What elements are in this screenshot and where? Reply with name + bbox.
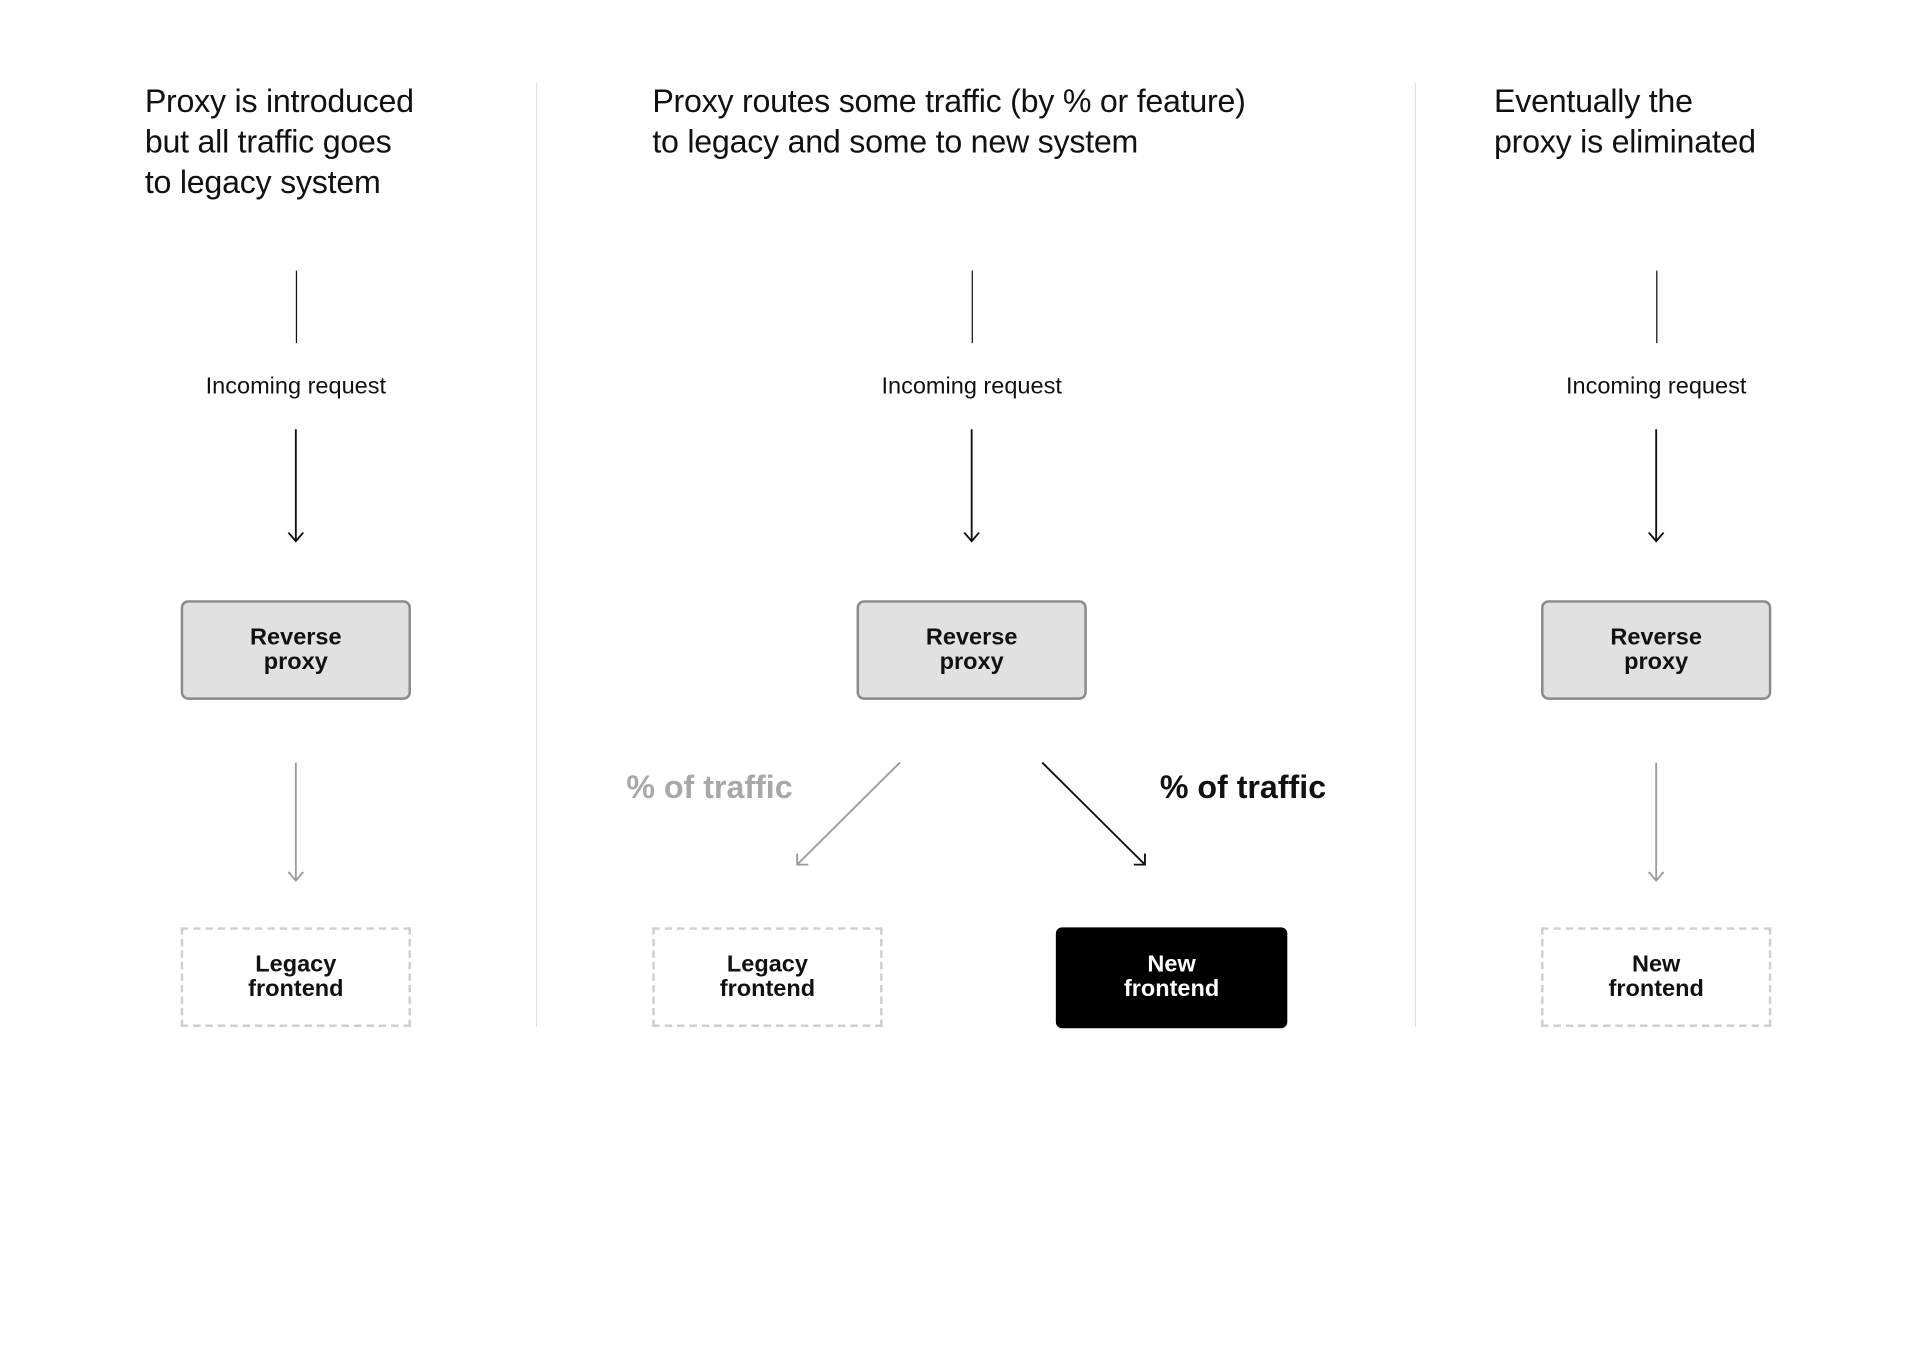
stage-2-reverse-proxy: Reverse proxy	[856, 600, 1087, 700]
stage-2-legacy-traffic-label: % of traffic	[626, 768, 793, 806]
stage-2-new-arrow	[1041, 761, 1146, 866]
stage-2-request-arrow	[963, 429, 980, 543]
stage-2-new-traffic-label: % of traffic	[1159, 768, 1327, 806]
stage-3-incoming-request-label: Incoming request	[1565, 373, 1747, 400]
stage-3-new-arrow	[1648, 762, 1665, 883]
stage-2-legacy-arrow	[796, 761, 901, 866]
stage-1-reverse-proxy: Reverse proxy	[180, 600, 411, 700]
stage-2-request-line	[971, 270, 973, 344]
stage-1-legacy-frontend: Legacy frontend	[180, 927, 411, 1027]
stage-1-incoming-request-label: Incoming request	[205, 373, 387, 400]
stage-3-request-arrow	[1648, 429, 1665, 543]
stage-3-new-frontend: New frontend	[1541, 927, 1772, 1027]
stage-3-heading: Eventually the proxy is eliminated	[1494, 82, 1756, 160]
stage-3-reverse-proxy: Reverse proxy	[1541, 600, 1772, 700]
stage-2-legacy-frontend: Legacy frontend	[652, 927, 883, 1027]
flow-arrows	[287, 429, 1665, 883]
stage-3-request-line	[1655, 270, 1658, 344]
stage-1-legacy-arrow	[287, 762, 304, 883]
stage-1-request-line	[295, 270, 298, 344]
column-divider-2	[1414, 82, 1417, 1027]
stage-1-heading: Proxy is introduced but all traffic goes…	[144, 82, 414, 201]
stage-2-heading: Proxy routes some traffic (by % or featu…	[652, 82, 1246, 160]
stage-1-request-arrow	[287, 429, 304, 543]
stage-2-incoming-request-label: Incoming request	[881, 373, 1062, 400]
stage-2-new-frontend: New frontend	[1055, 927, 1288, 1029]
column-divider-1	[535, 82, 538, 1027]
